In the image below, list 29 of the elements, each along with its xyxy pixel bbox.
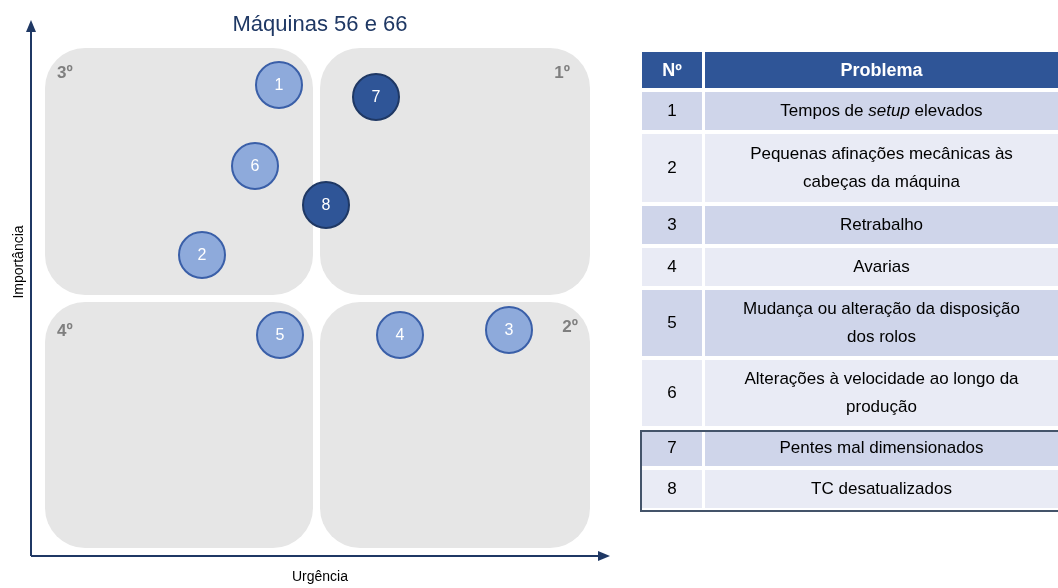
table-cell: Mudança ou alteração da disposição dos rolos: [705, 290, 1058, 356]
table-cell: Alterações à velocidade ao longo da produção: [705, 360, 1058, 426]
table-cell: 7: [642, 430, 702, 466]
quadrant-rank: 3º: [57, 64, 73, 81]
table-cell: 6: [642, 360, 702, 426]
table-cell: Tempos de setup elevados: [705, 92, 1058, 130]
quadrant-panel: [45, 302, 313, 548]
quadrant-rank: 2º: [562, 318, 578, 335]
quadrant-panel: [45, 48, 313, 295]
table-cell: TC desatualizados: [705, 470, 1058, 508]
table-cell: Pentes mal dimensionados: [705, 430, 1058, 466]
axis-title: Importância: [10, 225, 26, 299]
axis-title: Urgência: [291, 567, 349, 586]
table-cell: 1: [642, 92, 702, 130]
table-cell: Avarias: [705, 248, 1058, 286]
quadrant-rank: 1º: [554, 64, 570, 81]
quadrant-panel: [320, 48, 590, 295]
table-cell: Pequenas afinações mecânicas às cabeças da máquina: [705, 134, 1058, 202]
table-cell: 5: [642, 290, 702, 356]
table-cell: 8: [642, 470, 702, 508]
table-cell: 4: [642, 248, 702, 286]
table-cell: Retrabalho: [705, 206, 1058, 244]
chart-title: Máquinas 56 e 66: [231, 10, 409, 38]
quadrant-panel: [320, 302, 590, 548]
table-header-cell: Problema: [705, 52, 1058, 88]
table-cell: 3: [642, 206, 702, 244]
table-cell: 2: [642, 134, 702, 202]
quadrant-rank: 4º: [57, 322, 73, 339]
table-header-cell: Nº: [642, 52, 702, 88]
